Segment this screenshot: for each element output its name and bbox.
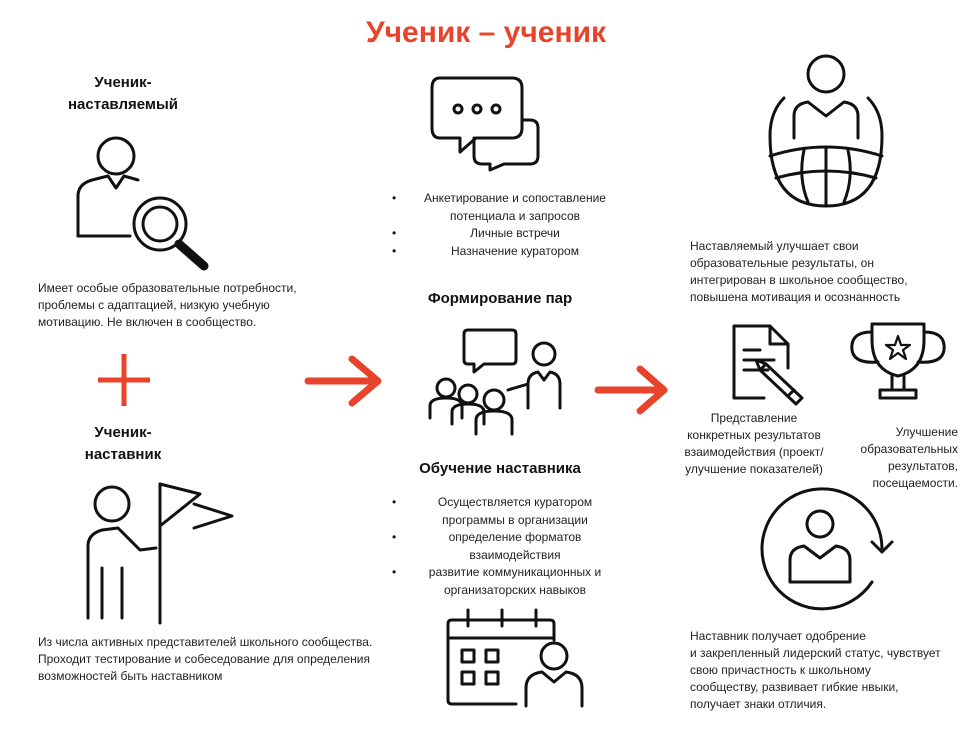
results-presentation-text: Представление конкретных результатов вза… bbox=[684, 411, 824, 476]
results-improvement-text: Улучшение образовательных результатов, п… bbox=[860, 425, 958, 490]
mentee-heading: Ученик- наставляемый bbox=[67, 74, 178, 113]
plus-icon bbox=[98, 354, 150, 406]
list-item: развитие коммуникационных и организаторс… bbox=[392, 564, 620, 599]
list-item: Осуществляется куратором программы в орг… bbox=[392, 494, 620, 529]
arrow-right-icon bbox=[594, 365, 668, 415]
mentee-description: Имеет особые образовательные потребности… bbox=[38, 281, 297, 329]
pairing-heading: Формирование пар bbox=[427, 290, 573, 307]
chat-bubbles-icon bbox=[430, 76, 540, 172]
list-item: Анкетирование и сопоставление потенциала… bbox=[392, 190, 620, 225]
person-globe-icon bbox=[768, 54, 884, 208]
pairing-bullet-list: Анкетирование и сопоставление потенциала… bbox=[392, 190, 620, 260]
mentee-result-text: Наставляемый улучшает свои образовательн… bbox=[690, 239, 908, 304]
trophy-icon bbox=[850, 322, 946, 400]
training-bullet-list: Осуществляется куратором программы в орг… bbox=[392, 494, 620, 599]
mentor-description: Из числа активных представителей школьно… bbox=[38, 635, 373, 683]
group-presentation-icon bbox=[428, 328, 562, 436]
list-item: Личные встречи bbox=[392, 225, 620, 243]
mentor-heading: Ученик- наставник bbox=[84, 424, 162, 463]
document-pen-icon bbox=[732, 324, 804, 406]
list-item: Назначение куратором bbox=[392, 243, 620, 261]
list-item: определение форматов взаимодействия bbox=[392, 529, 620, 564]
calendar-person-icon bbox=[446, 608, 584, 708]
person-cycle-icon bbox=[760, 487, 894, 611]
user-search-icon bbox=[76, 136, 209, 271]
person-flag-icon bbox=[86, 482, 234, 625]
arrow-right-icon bbox=[304, 355, 382, 407]
training-heading: Обучение наставника bbox=[419, 460, 581, 477]
mentor-result-text: Наставник получает одобрение и закреплен… bbox=[690, 629, 941, 711]
page-title: Ученик – ученик bbox=[365, 16, 607, 49]
